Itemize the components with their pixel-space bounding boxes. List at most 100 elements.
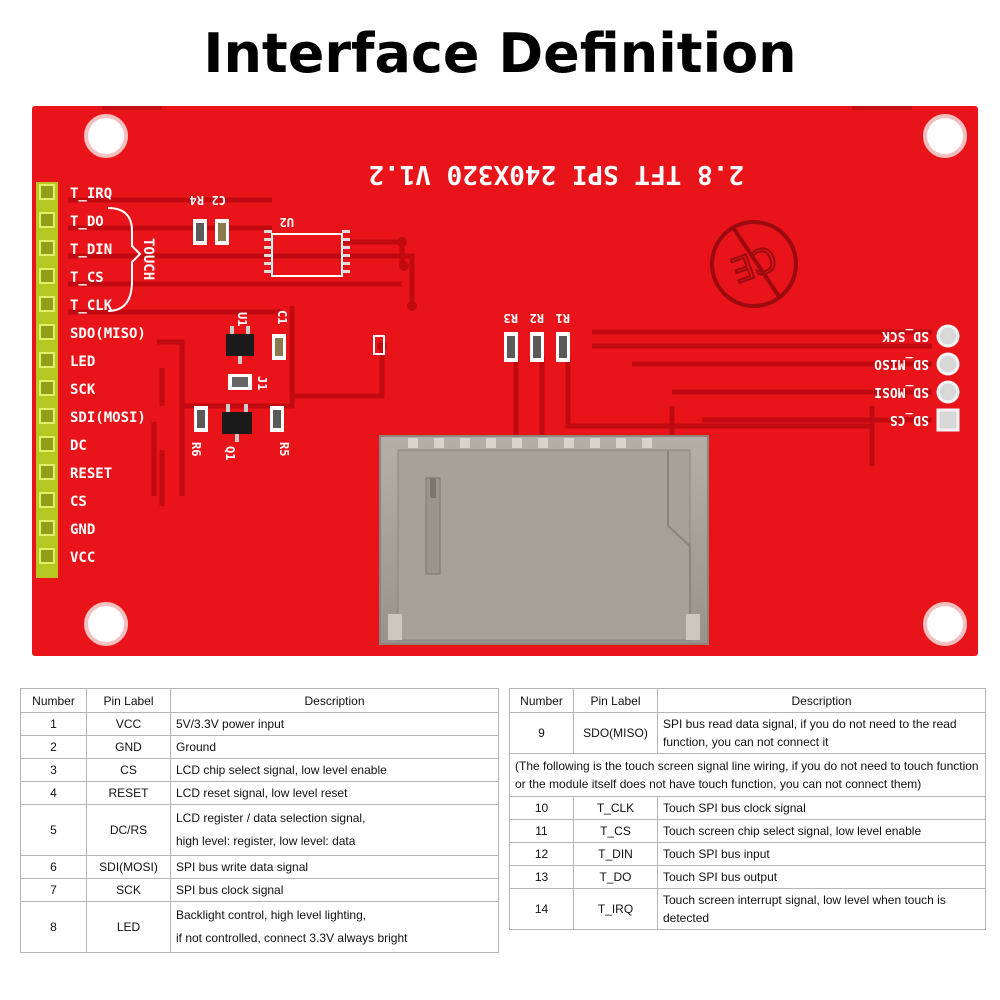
- header-pin-pad: [39, 408, 55, 424]
- svg-text:J1: J1: [255, 376, 269, 390]
- row-number: 3: [20, 758, 87, 782]
- header-pin-pad: [39, 520, 55, 536]
- mounting-hole-icons: [84, 114, 967, 646]
- pin-label-t-do: T_DO: [70, 214, 104, 230]
- description-line: Ground: [176, 740, 217, 754]
- row-number: 9: [509, 712, 574, 754]
- row-pin-label: T_DIN: [573, 842, 658, 866]
- row-description: SPI bus clock signal: [170, 878, 499, 902]
- header-pin-pad: [39, 324, 55, 340]
- description-line: Touch screen interrupt signal, low level…: [663, 893, 946, 907]
- pin-label-t-din: T_DIN: [70, 242, 112, 258]
- header-pin-pad: [39, 548, 55, 564]
- row-pin-label: SDI(MOSI): [86, 855, 171, 879]
- svg-text:R6: R6: [189, 442, 203, 456]
- description-line: Touch SPI bus output: [663, 870, 778, 884]
- row-pin-label: GND: [86, 735, 171, 759]
- header-pin-pad: [39, 352, 55, 368]
- row-pin-label: T_CS: [573, 819, 658, 843]
- pin-label-t-cs: T_CS: [70, 270, 104, 286]
- description-line: high level: register, low level: data: [176, 834, 356, 848]
- pin-label-sck: SCK: [70, 382, 96, 398]
- pin-label-t-irq: T_IRQ: [70, 186, 112, 202]
- touch-label: TOUCH: [140, 238, 156, 280]
- row-description: Touch SPI bus clock signal: [657, 796, 986, 820]
- sd-pin-pad: [936, 408, 960, 432]
- row-description: LCD register / data selection signal, hig…: [170, 804, 499, 856]
- description-line: 5V/3.3V power input: [176, 717, 285, 731]
- header-pin-pad: [39, 268, 55, 284]
- table-header-row: Number Pin Label Description: [20, 688, 499, 713]
- pin-label-sdi-mosi-: SDI(MOSI): [70, 410, 146, 426]
- header-pin-pad: [39, 184, 55, 200]
- pin-header: [36, 182, 58, 578]
- row-description: Touch screen interrupt signal, low level…: [657, 888, 986, 930]
- row-pin-label: VCC: [86, 712, 171, 736]
- row-number: 8: [20, 901, 87, 953]
- header-pin-label: Pin Label: [573, 688, 658, 713]
- row-number: 14: [509, 888, 574, 930]
- header-pin-pad: [39, 492, 55, 508]
- row-number: 1: [20, 712, 87, 736]
- header-pin-pad: [39, 436, 55, 452]
- row-pin-label: DC/RS: [86, 804, 171, 856]
- svg-text:R2: R2: [530, 311, 544, 325]
- sd-pin-pad: [936, 352, 960, 376]
- row-pin-label: T_DO: [573, 865, 658, 889]
- row-description: SPI bus read data signal, if you do not …: [657, 712, 986, 754]
- header-number: Number: [20, 688, 87, 713]
- header-pin-pad: [39, 464, 55, 480]
- pin-table-right: Number Pin Label Description 9 SDO(MISO)…: [509, 688, 986, 930]
- svg-text:R5: R5: [277, 442, 291, 456]
- row-number: 4: [20, 781, 87, 805]
- svg-text:C1: C1: [275, 310, 289, 324]
- touch-note: (The following is the touch screen signa…: [509, 753, 986, 797]
- description-line: SPI bus clock signal: [176, 883, 284, 897]
- svg-text:R4: R4: [190, 193, 204, 207]
- row-description: Ground: [170, 735, 499, 759]
- header-pin-pad: [39, 240, 55, 256]
- svg-text:R3: R3: [504, 311, 518, 325]
- table-header-row: Number Pin Label Description: [509, 688, 986, 713]
- description-line: LCD register / data selection signal,: [176, 811, 366, 825]
- row-description: LCD chip select signal, low level enable: [170, 758, 499, 782]
- row-description: Touch SPI bus input: [657, 842, 986, 866]
- description-line: function, you can not connect it: [663, 735, 829, 749]
- row-number: 2: [20, 735, 87, 759]
- svg-text:U1: U1: [235, 312, 249, 326]
- sd-pin-pad: [936, 324, 960, 348]
- row-pin-label: T_CLK: [573, 796, 658, 820]
- description-line: SPI bus read data signal, if you do not …: [663, 717, 957, 731]
- sd-pin-label-sd-miso: SD_MISO: [874, 356, 929, 371]
- row-description: LCD reset signal, low level reset: [170, 781, 499, 805]
- page-title: Interface Definition: [203, 22, 797, 85]
- table-row: 9 SDO(MISO) SPI bus read data signal, if…: [509, 712, 986, 754]
- pin-label-dc: DC: [70, 438, 87, 454]
- row-description: Touch SPI bus output: [657, 865, 986, 889]
- pin-label-led: LED: [70, 354, 95, 370]
- pin-label-cs: CS: [70, 494, 87, 510]
- row-pin-label: CS: [86, 758, 171, 782]
- row-number: 12: [509, 842, 574, 866]
- sd-pin-label-sd-mosi: SD_MOSI: [874, 384, 929, 399]
- description-line: Touch screen chip select signal, low lev…: [663, 824, 922, 838]
- description-line: LCD chip select signal, low level enable: [176, 763, 387, 777]
- sd-pin-pad: [936, 380, 960, 404]
- row-description: Touch screen chip select signal, low lev…: [657, 819, 986, 843]
- header-description: Description: [657, 688, 986, 713]
- pin-label-vcc: VCC: [70, 550, 95, 566]
- header-description: Description: [170, 688, 499, 713]
- description-line: detected: [663, 911, 710, 925]
- description-line: SPI bus write data signal: [176, 860, 309, 874]
